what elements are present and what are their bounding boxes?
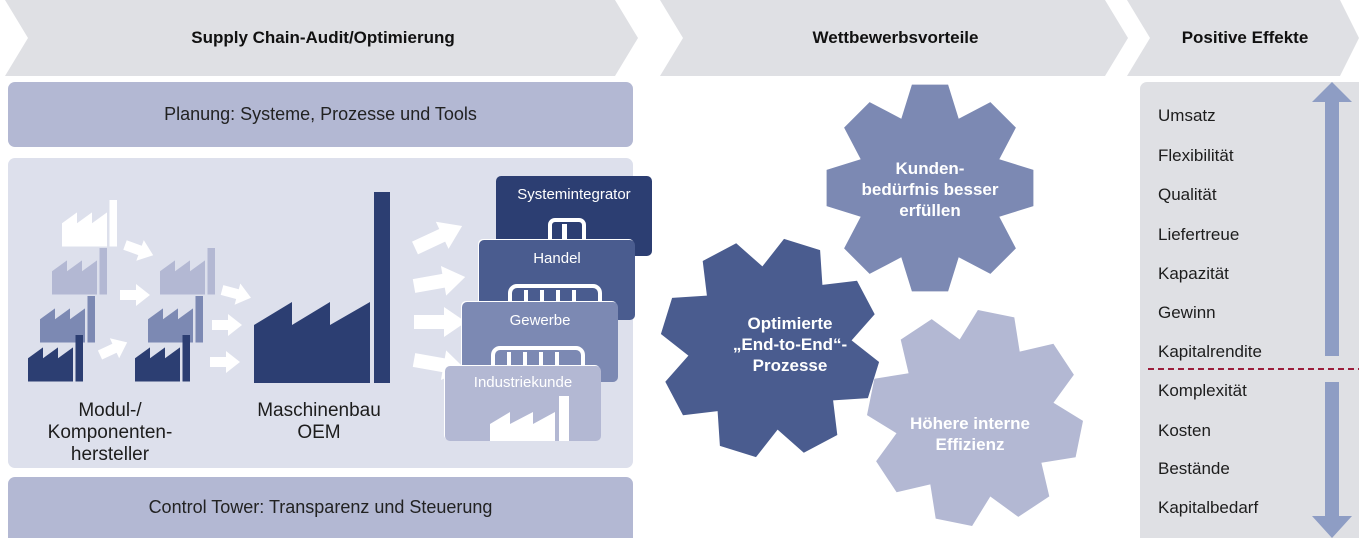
chevron-audit — [5, 0, 638, 76]
effect-increase: Kapitalrendite — [1158, 342, 1262, 361]
gear-customer-label: Kunden- bedürfnis besser erfüllen — [861, 159, 999, 220]
chevron-effects — [1127, 0, 1359, 76]
gear-efficiency-label: Höhere interne Effizienz — [910, 414, 1030, 454]
effect-increase: Umsatz — [1158, 106, 1216, 125]
effect-increase: Gewinn — [1158, 303, 1216, 322]
planning-bar: Planung: Systeme, Prozesse und Tools — [8, 82, 633, 147]
effect-increase: Flexibilität — [1158, 146, 1234, 165]
header-chevrons — [5, 0, 1359, 76]
gear-process-icon — [660, 238, 880, 458]
header-audit: Supply Chain-Audit/Optimierung — [191, 28, 455, 47]
supplier-factory-icon — [40, 296, 95, 343]
distribution-arrow-icon — [412, 221, 466, 380]
flow-graphic — [28, 192, 466, 383]
oem-label: Maschinenbau OEM — [257, 400, 381, 443]
effect-decrease: Bestände — [1158, 459, 1230, 478]
gear-efficiency-icon — [867, 310, 1083, 526]
customer-label: Systemintegrator — [517, 186, 631, 203]
suppliers-label: Modul-/ Komponenten- hersteller — [47, 400, 173, 465]
arrow-down-icon — [1312, 382, 1352, 538]
gear-customer-icon — [826, 84, 1034, 292]
supplier-factory-icon — [148, 296, 203, 343]
chevron-advantages — [660, 0, 1128, 76]
gears-graphic — [660, 84, 1083, 526]
header-effects: Positive Effekte — [1181, 28, 1309, 47]
oem-factory-icon — [254, 192, 390, 383]
supplier-factory-icon — [160, 248, 215, 295]
header-advantages: Wettbewerbsvorteile — [812, 28, 979, 47]
control-tower-bar: Control Tower: Transparenz und Steuerung — [8, 477, 633, 538]
effect-increase: Liefertreue — [1158, 225, 1240, 244]
effect-decrease: Komplexität — [1158, 381, 1247, 400]
customer-card: Industriekunde — [445, 366, 601, 441]
factory-icon — [490, 396, 569, 441]
effects-panel — [1140, 82, 1359, 538]
effect-decrease: Kosten — [1158, 421, 1211, 440]
supplier-factory-icon — [62, 200, 117, 247]
effect-increase: Kapazität — [1158, 264, 1229, 283]
customer-label: Industriekunde — [473, 374, 573, 391]
effects-arrows — [1148, 82, 1359, 538]
customer-label: Gewerbe — [509, 312, 571, 329]
arrow-up-icon — [1312, 82, 1352, 356]
effect-decrease: Kapitalbedarf — [1158, 498, 1259, 517]
customer-label: Handel — [533, 250, 581, 267]
supplier-factory-icon — [52, 248, 107, 295]
gear-process-label: Optimierte „End-to-End“- Prozesse — [732, 314, 848, 375]
effect-increase: Qualität — [1158, 185, 1217, 204]
